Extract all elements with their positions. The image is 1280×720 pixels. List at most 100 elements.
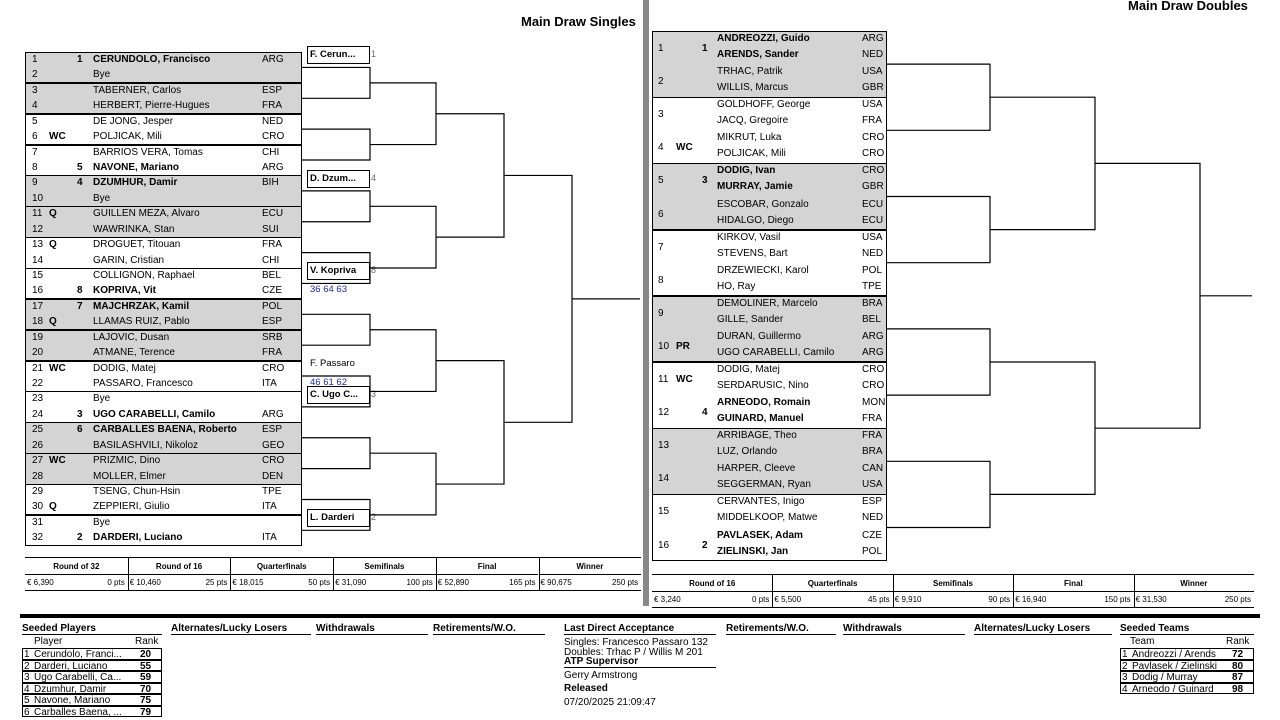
- player-name[interactable]: DARDERI, Luciano: [93, 532, 183, 544]
- player-name[interactable]: Bye: [93, 393, 111, 405]
- singles-match-box: [25, 484, 302, 516]
- player-name[interactable]: ARENDS, Sander: [717, 49, 799, 60]
- player-name[interactable]: DRZEWIECKI, Karol: [717, 264, 809, 276]
- seed-name: Dodig / Murray: [1132, 672, 1198, 683]
- player-name[interactable]: GOLDHOFF, George: [717, 99, 811, 111]
- player-name[interactable]: Bye: [93, 516, 111, 528]
- player-name[interactable]: SERDARUSIC, Nino: [717, 380, 809, 391]
- player-name[interactable]: CARBALLES BAENA, Roberto: [93, 424, 237, 436]
- result-player[interactable]: C. Ugo C...: [310, 389, 359, 400]
- player-name[interactable]: NAVONE, Mariano: [93, 162, 179, 173]
- draw-position: 20: [32, 347, 44, 359]
- player-name[interactable]: Bye: [93, 192, 111, 204]
- draw-position: 3: [658, 109, 664, 121]
- player-country: CRO: [262, 131, 285, 143]
- player-name[interactable]: HO, Ray: [717, 280, 756, 292]
- seed-index: 1: [1122, 649, 1128, 660]
- player-name[interactable]: LUZ, Orlando: [717, 446, 778, 458]
- player-name[interactable]: BARRIOS VERA, Tomas: [93, 146, 203, 158]
- player-name[interactable]: ARRIBAGE, Theo: [717, 430, 797, 442]
- player-name[interactable]: LAJOVIC, Dusan: [93, 331, 170, 343]
- player-name[interactable]: TRHAC, Patrik: [717, 66, 783, 78]
- player-name[interactable]: PRIZMIC, Dino: [93, 455, 161, 467]
- player-name[interactable]: POLJICAK, Mili: [93, 131, 162, 143]
- prize-points: 45 pts: [867, 595, 890, 604]
- prize-round: Round of 16: [689, 579, 736, 588]
- player-name[interactable]: MAJCHRZAK, Kamil: [93, 300, 190, 312]
- player-name[interactable]: LLAMAS RUIZ, Pablo: [93, 316, 190, 328]
- player-name[interactable]: DEMOLINER, Marcelo: [717, 297, 818, 309]
- seed-row-box: [22, 671, 162, 683]
- retirements-title: Retirements/W.O.: [433, 623, 516, 634]
- player-name[interactable]: STEVENS, Bart: [717, 247, 788, 259]
- result-player[interactable]: D. Dzum...: [310, 173, 356, 184]
- withdrawals2-rule: [843, 634, 965, 635]
- player-name[interactable]: GUILLEN MEZA, Alvaro: [93, 208, 200, 220]
- player-name[interactable]: JACQ, Gregoire: [717, 115, 789, 127]
- player-name[interactable]: WILLIS, Marcus: [717, 82, 789, 94]
- player-name[interactable]: ESCOBAR, Gonzalo: [717, 198, 809, 210]
- seed-rank: 55: [140, 660, 152, 672]
- player-country: ESP: [862, 496, 883, 508]
- prize-money: € 3,240: [654, 595, 681, 604]
- player-name[interactable]: PAVLASEK, Adam: [717, 529, 803, 541]
- player-name[interactable]: Bye: [93, 69, 111, 81]
- player-name[interactable]: CERUNDOLO, Francisco: [93, 54, 211, 65]
- player-name[interactable]: MOLLER, Elmer: [93, 470, 166, 482]
- player-name[interactable]: TABERNER, Carlos: [93, 84, 182, 96]
- player-name[interactable]: PASSARO, Francesco: [93, 378, 193, 390]
- player-country: CRO: [862, 165, 885, 177]
- player-name[interactable]: POLJICAK, Mili: [717, 148, 786, 160]
- singles-match-box: [25, 82, 302, 115]
- player-name[interactable]: ARNEODO, Romain: [717, 397, 811, 409]
- seed-name: Pavlasek / Zielinski: [1132, 660, 1218, 672]
- draw-position: 1: [32, 54, 38, 65]
- player-name[interactable]: UGO CARABELLI, Camilo: [717, 346, 835, 358]
- player-name[interactable]: ATMANE, Terence: [93, 347, 175, 359]
- lda-title: Last Direct Acceptance: [564, 623, 675, 634]
- player-name[interactable]: WAWRINKA, Stan: [93, 223, 175, 235]
- player-name[interactable]: GUINARD, Manuel: [717, 413, 804, 425]
- player-name[interactable]: HARPER, Cleeve: [717, 463, 796, 475]
- player-name[interactable]: TSENG, Chun-Hsin: [93, 486, 181, 498]
- player-name[interactable]: CERVANTES, Inigo: [717, 496, 805, 508]
- player-name[interactable]: DURAN, Guillermo: [717, 330, 801, 342]
- result-player[interactable]: F. Passaro: [310, 358, 355, 369]
- player-country: ARG: [262, 162, 284, 173]
- result-player[interactable]: L. Darderi: [310, 512, 355, 523]
- player-name[interactable]: MIDDELKOOP, Matwe: [717, 512, 818, 524]
- player-name[interactable]: KOPRIVA, Vit: [93, 285, 156, 297]
- prize-points: 150 pts: [1104, 595, 1131, 604]
- result-player[interactable]: F. Cerun...: [310, 49, 356, 60]
- bracket-connector: [302, 190, 371, 223]
- player-name[interactable]: BASILASHVILI, Nikoloz: [93, 439, 199, 451]
- player-name[interactable]: DROGUET, Titouan: [93, 239, 181, 251]
- player-country: FRA: [862, 413, 882, 425]
- player-name[interactable]: GILLE, Sander: [717, 313, 784, 325]
- doubles-match-box: [652, 97, 887, 164]
- player-name[interactable]: DODIG, Matej: [717, 364, 780, 375]
- prize-mid-rule: [652, 591, 773, 592]
- result-seed: 3: [371, 389, 377, 399]
- player-name[interactable]: DE JONG, Jesper: [93, 115, 174, 127]
- player-name[interactable]: ZIELINSKI, Jan: [717, 545, 789, 557]
- prize-top-rule: [652, 574, 1254, 575]
- player-name[interactable]: DZUMHUR, Damir: [93, 177, 178, 189]
- result-player[interactable]: V. Kopriva: [310, 265, 357, 276]
- player-name[interactable]: ZEPPIERI, Giulio: [93, 501, 170, 513]
- player-name[interactable]: COLLIGNON, Raphael: [93, 270, 195, 282]
- player-name[interactable]: HERBERT, Pierre-Hugues: [93, 100, 210, 112]
- player-name[interactable]: MIKRUT, Luka: [717, 132, 782, 144]
- player-name[interactable]: DODIG, Matej: [93, 362, 156, 374]
- player-name[interactable]: UGO CARABELLI, Camilo: [93, 408, 216, 420]
- prize-round: Semifinals: [364, 562, 405, 571]
- player-name[interactable]: KIRKOV, Vasil: [717, 231, 781, 243]
- player-name[interactable]: SEGGERMAN, Ryan: [717, 479, 811, 491]
- player-name[interactable]: DODIG, Ivan: [717, 165, 776, 177]
- player-name[interactable]: HIDALGO, Diego: [717, 214, 794, 226]
- player-name[interactable]: GARIN, Cristian: [93, 254, 165, 266]
- player-name[interactable]: ANDREOZZI, Guido: [717, 33, 810, 44]
- draw-position: 12: [658, 407, 670, 419]
- player-name[interactable]: MURRAY, Jamie: [717, 181, 793, 193]
- entry-tag: WC: [676, 142, 693, 154]
